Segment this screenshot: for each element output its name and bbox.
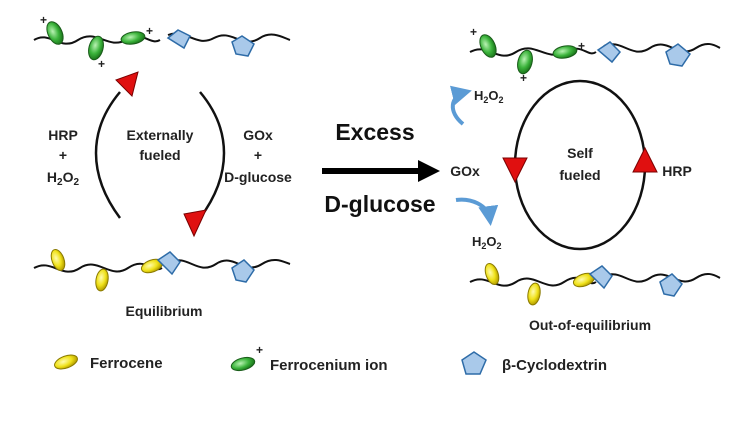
cyclodextrin-icon [659,273,683,297]
cycle-arc-right [198,91,226,219]
d-glucose-label: D-glucose [224,169,292,185]
triangle-arrowhead-up [632,146,658,173]
triangle-arrowhead-down [183,209,207,238]
charge-plus: + [578,39,585,53]
cycle-label-line-1: Self [567,145,593,161]
charge-plus: + [146,24,153,38]
legend: Ferrocene + Ferrocenium ion β-Cyclodextr… [54,343,607,375]
h2o2-bottom-label: H2O2 [472,234,502,251]
left-top-polymer: + + + [33,13,291,71]
cyclodextrin-icon [596,41,622,64]
ferrocenium-icon [120,31,146,45]
cycle-label-line-2: fueled [559,167,600,183]
cyclodextrin-icon [156,251,181,276]
triangle-arrowhead-down [502,157,528,184]
polymer-chain [169,258,291,269]
d-glucose-excess-label: D-glucose [324,191,435,217]
ferrocene-icon [50,248,66,272]
transition-arrowhead [418,160,440,182]
ferrocene-legend-label: Ferrocene [90,355,163,372]
charge-plus: + [256,343,263,357]
cyclodextrin-icon [588,265,613,290]
cyclodextrin-legend-label: β-Cyclodextrin [502,357,607,374]
ferrocene-icon [95,268,109,292]
cyclodextrin-icon [665,43,691,67]
ferrocenium-icon [88,35,104,61]
right-top-polymer: + + + [469,25,721,85]
excess-label: Excess [335,119,414,145]
ferrocenium-legend-icon [230,356,256,372]
hrp-label: HRP [662,163,692,179]
ferrocenium-legend-label: Ferrocenium ion [270,357,388,374]
right-bottom-polymer: Out-of-equilibrium [469,262,721,333]
ferrocenium-icon [552,45,578,59]
cycle-label-line-1: Externally [127,127,194,143]
ferrocenium-icon [517,49,533,75]
plus-label: + [59,147,67,163]
charge-plus: + [470,25,477,39]
gox-label: GOx [243,127,273,143]
hrp-label: HRP [48,127,78,143]
cyclodextrin-icon [231,259,255,283]
equilibrium-label: Equilibrium [126,303,203,319]
cyclodextrin-legend-icon [461,351,487,375]
gox-label: GOx [450,163,480,179]
polymer-chain [603,42,721,53]
cyclodextrin-icon [231,35,255,57]
out-of-equilibrium-label: Out-of-equilibrium [529,317,651,333]
cycle-label-line-2: fueled [139,147,180,163]
curl-arrow-icon [449,85,472,126]
triangle-arrowhead-up [115,71,139,97]
self-fueled-loop [513,79,647,251]
charge-plus: + [40,13,47,27]
cycle-arc-left [94,91,122,219]
charge-plus: + [520,71,527,85]
plus-label: + [254,147,262,163]
left-cycle: Externally fueled HRP + H2O2 GOx + D-glu… [47,71,292,238]
left-bottom-polymer: Equilibrium [33,248,291,319]
h2o2-label: H2O2 [47,169,80,188]
ferrocenium-icon [479,34,497,58]
ferrocene-legend-icon [54,354,78,370]
charge-plus: + [98,57,105,71]
right-cycle: Self fueled GOx HRP H2O2 H2O2 [449,79,692,251]
h2o2-top-label: H2O2 [474,88,504,105]
ferrocene-icon [527,282,541,306]
ferrocenium-icon [46,21,64,45]
ferrocene-icon [484,262,500,286]
curl-arrow-icon [455,197,499,226]
cyclodextrin-icon [166,29,192,50]
middle-transition: Excess D-glucose [322,119,440,217]
